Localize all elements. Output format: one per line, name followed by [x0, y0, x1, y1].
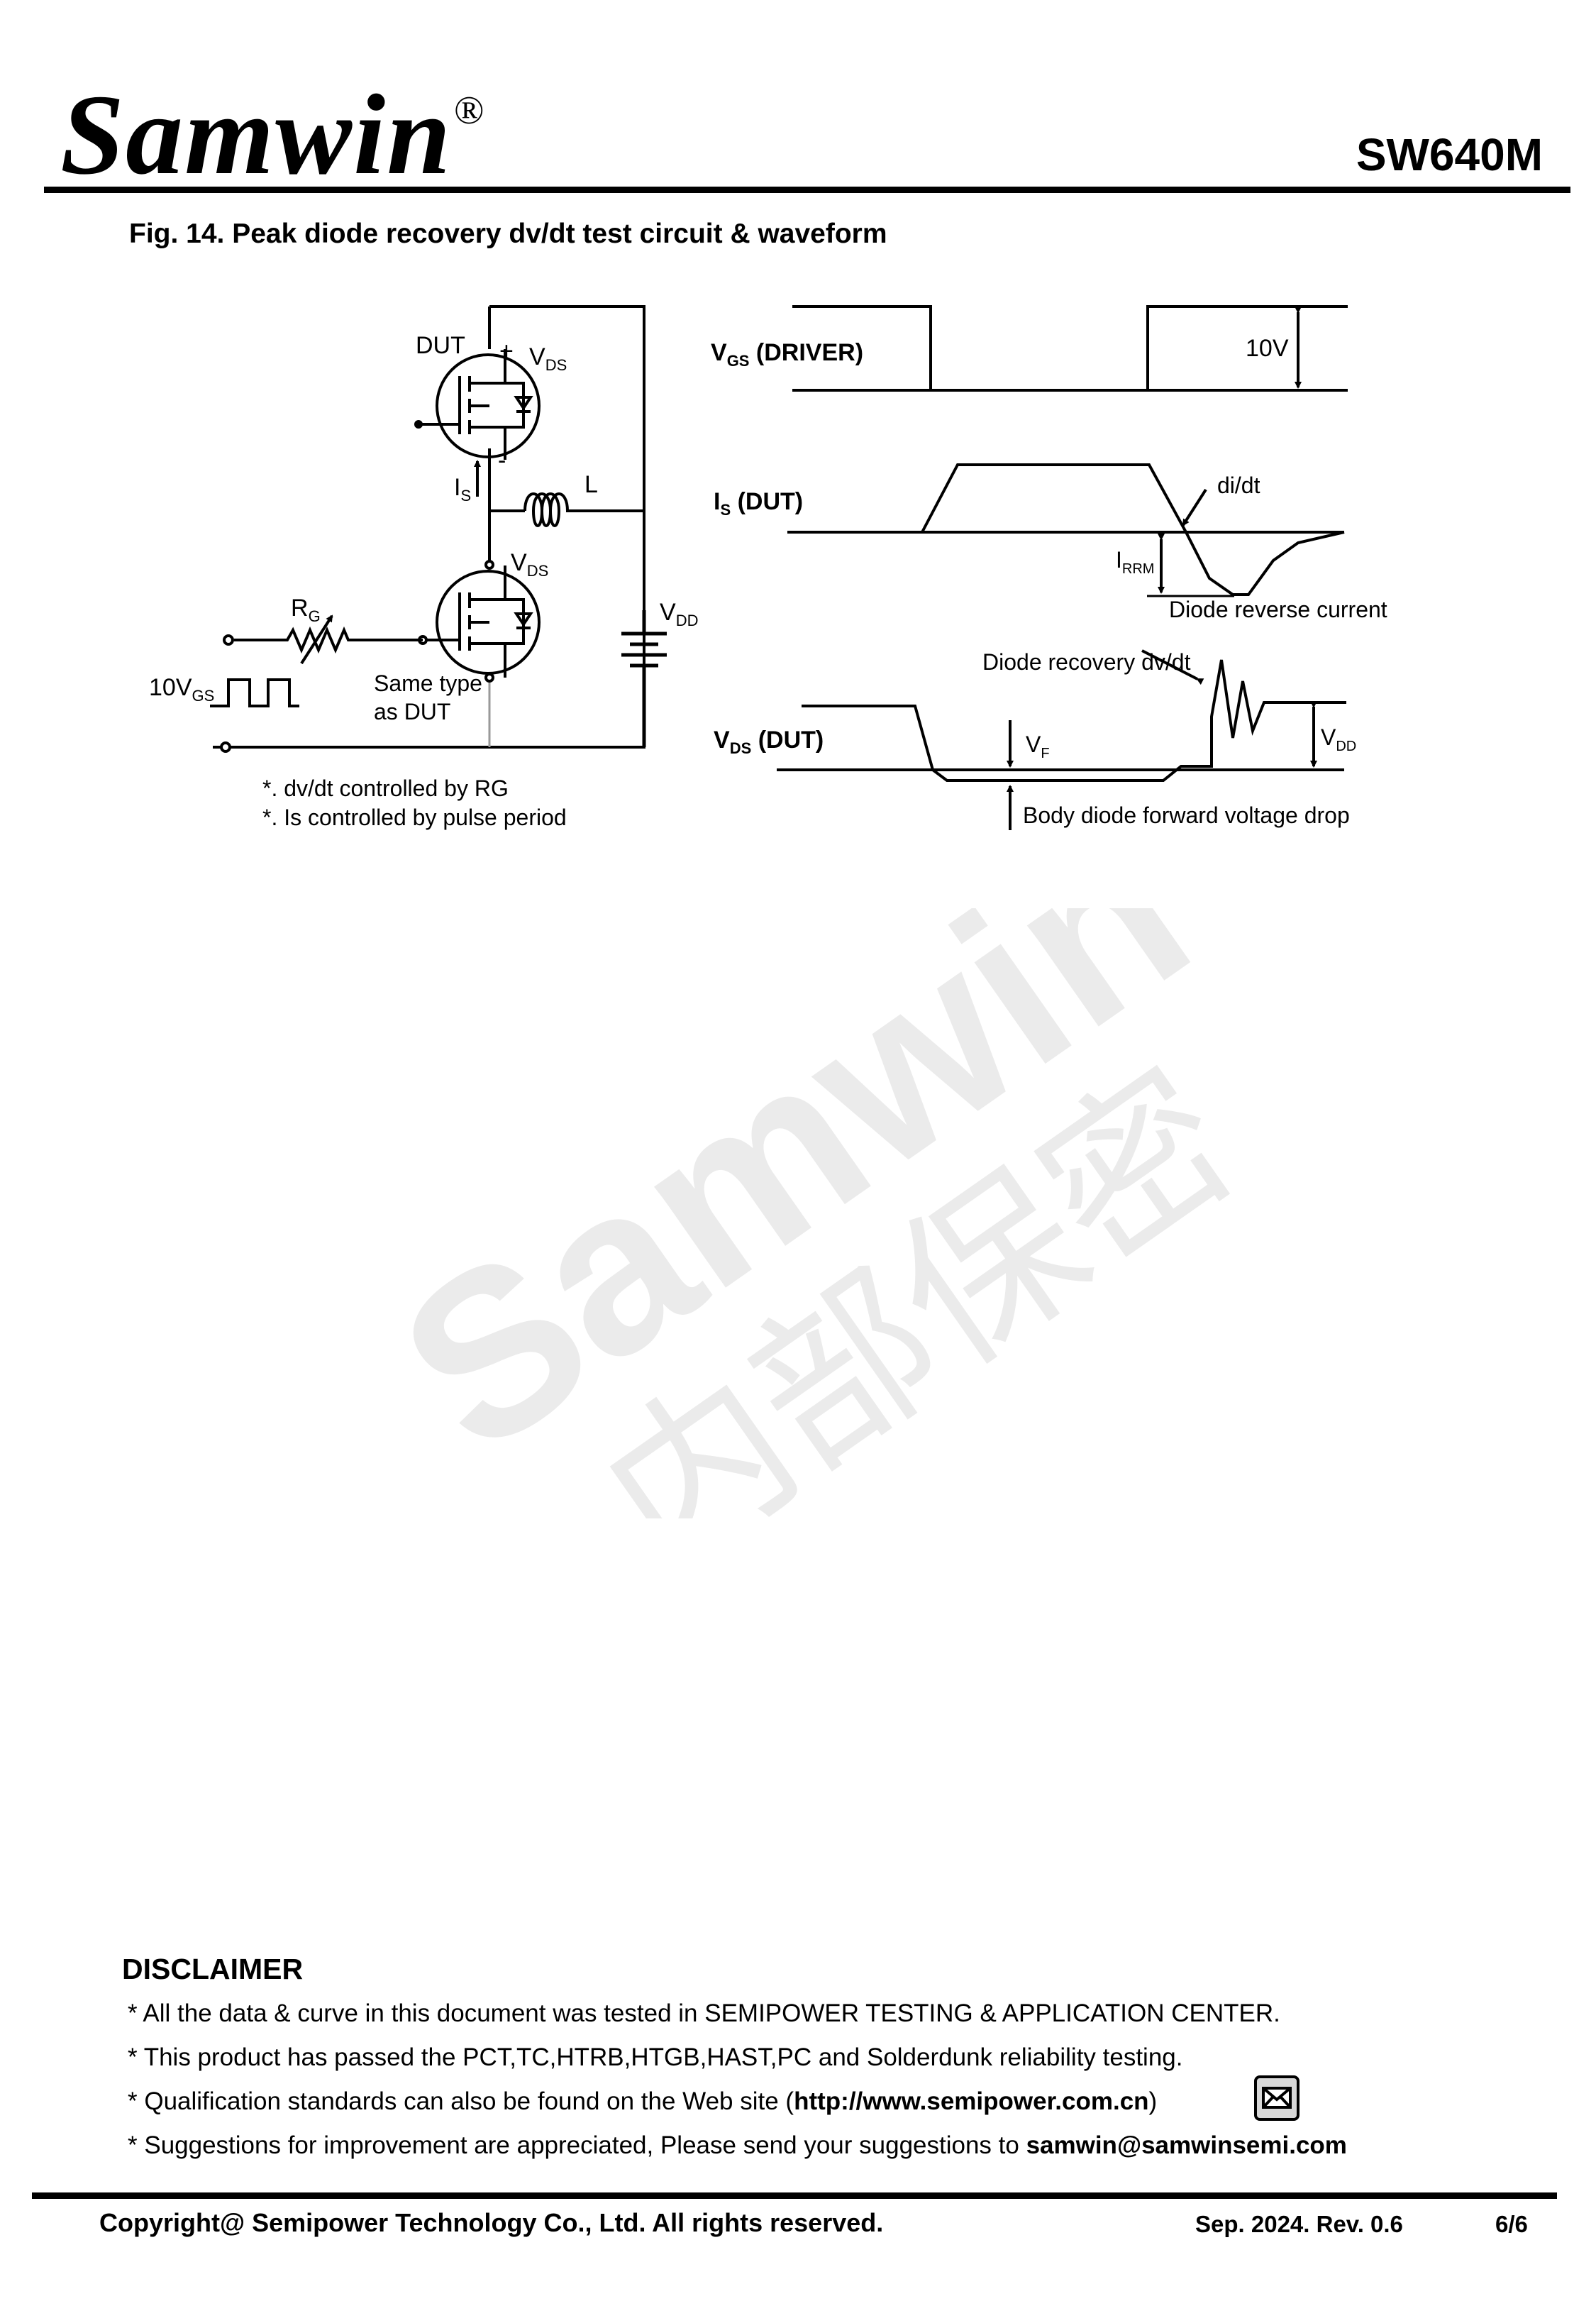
mail-icon[interactable]: [1254, 2075, 1299, 2121]
note-dvdt: *. dv/dt controlled by RG: [262, 776, 509, 801]
vds-waveform-label: VDS (DUT): [714, 727, 824, 757]
low-mosfet-symbol: [426, 566, 541, 678]
vgs-amplitude: 10V: [1246, 335, 1289, 362]
page-number: 6/6: [1495, 2211, 1528, 2237]
website-link[interactable]: http://www.semipower.com.cn: [794, 2087, 1149, 2115]
gate-pulse-symbol: [210, 678, 299, 707]
recovery-dvdt-label: Diode recovery dv/dt: [982, 649, 1191, 675]
same-type-line2: as DUT: [374, 699, 450, 724]
body-diode-label: Body diode forward voltage drop: [1023, 802, 1350, 828]
minus-sign: -: [498, 447, 506, 474]
plus-sign: +: [499, 338, 514, 365]
vgs-waveform: [792, 305, 1348, 392]
disclaimer-title: DISCLAIMER: [122, 1953, 304, 1985]
gate-source-label: 10VGS: [149, 674, 214, 705]
confidential-watermark: Samwin 内部保密: [356, 908, 1266, 1518]
disclaimer-line-2: * This product has passed the PCT,TC,HTR…: [128, 2043, 1183, 2071]
part-number: SW640M: [1356, 129, 1543, 180]
circuit-outer-wire: [213, 305, 645, 749]
vdd-circuit-label: VDD: [660, 599, 698, 629]
didt-label: di/dt: [1217, 473, 1260, 498]
inductor-coil: [523, 492, 594, 527]
diode-reverse-label: Diode reverse current: [1169, 597, 1387, 622]
disclaimer-line-1: * All the data & curve in this document …: [128, 1999, 1280, 2027]
date-revision: Sep. 2024. Rev. 0.6: [1195, 2211, 1403, 2237]
note-is: *. Is controlled by pulse period: [262, 805, 567, 830]
registered-mark: ®: [454, 89, 484, 133]
same-type-line1: Same type: [374, 671, 482, 696]
header-rule: [44, 187, 1570, 193]
is-waveform-label: IS (DUT): [714, 488, 803, 519]
disclaimer-line-4: * Suggestions for improvement are apprec…: [128, 2131, 1347, 2159]
figure-title: Fig. 14. Peak diode recovery dv/dt test …: [129, 219, 887, 249]
vdd-waveform-label: VDD: [1321, 724, 1356, 754]
dut-label: DUT: [416, 332, 465, 359]
vgs-label: VGS (DRIVER): [711, 339, 863, 370]
copyright: Copyright@ Semipower Technology Co., Ltd…: [99, 2208, 884, 2237]
vf-label: VF: [1026, 732, 1050, 761]
is-waveform: [921, 463, 1345, 596]
vds-low-label: VDS: [511, 549, 548, 580]
email-link[interactable]: samwin@samwinsemi.com: [1026, 2131, 1347, 2159]
inductor-label: L: [584, 471, 598, 498]
vds-waveform: [802, 659, 1346, 782]
vds-top-label: VDS: [529, 343, 567, 374]
test-circuit-and-waveform: DUT + - VDS IS L VDS RG VDD 10VGS Same t…: [149, 305, 1387, 830]
watermark-text-1: Samwin: [356, 908, 1231, 1502]
brand-logo: Samwin: [60, 72, 453, 199]
gate-resistor: [234, 626, 423, 654]
is-label: IS: [454, 474, 471, 504]
disclaimer-line-3: * Qualification standards can also be fo…: [128, 2087, 1158, 2115]
footer-rule: [32, 2192, 1557, 2199]
irrm-label: IRRM: [1116, 547, 1154, 577]
rg-label: RG: [291, 595, 321, 625]
watermark-text-2: 内部保密: [572, 1035, 1266, 1518]
vdd-battery: [621, 610, 667, 747]
dut-mosfet-symbol: [414, 349, 541, 460]
